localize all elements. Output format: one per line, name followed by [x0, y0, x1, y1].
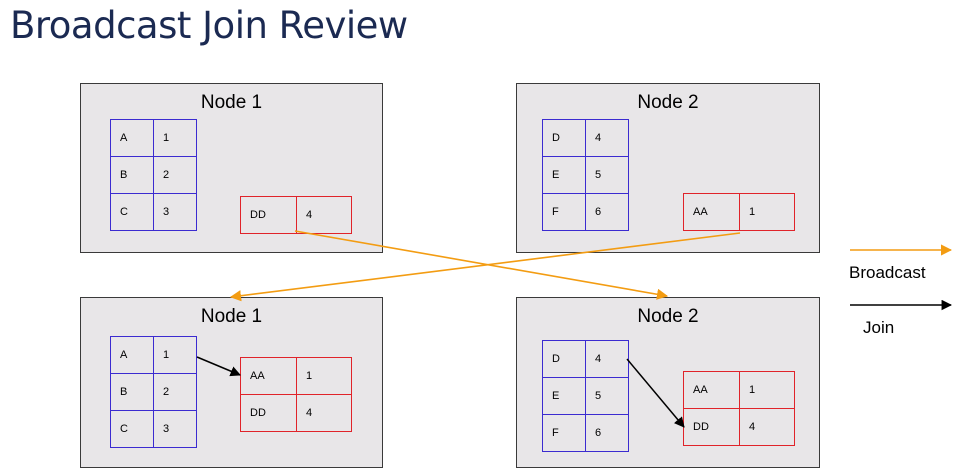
- table-cell: 3: [153, 410, 197, 448]
- page-title: Broadcast Join Review: [10, 4, 408, 47]
- broadcast-arrow: [294, 230, 669, 300]
- node-title: Node 1: [200, 92, 263, 113]
- table-cell: 2: [153, 156, 197, 194]
- table-cell: 1: [153, 336, 197, 374]
- table-cell: F: [542, 193, 586, 231]
- table-cell: 1: [739, 371, 795, 409]
- table-cell: 1: [739, 193, 795, 231]
- table-cell: DD: [240, 196, 297, 234]
- node-title: Node 2: [637, 306, 699, 327]
- table-cell: 4: [296, 394, 352, 432]
- node-title: Node 2: [637, 92, 699, 113]
- broadcast-arrow: [229, 232, 741, 302]
- table-cell: A: [110, 119, 154, 157]
- join-arrow: [196, 356, 241, 377]
- table-cell: 4: [585, 340, 629, 378]
- table-cell: 1: [153, 119, 197, 157]
- table-cell: DD: [240, 394, 297, 432]
- table-cell: 6: [585, 193, 629, 231]
- table-cell: 2: [153, 373, 197, 411]
- table-cell: 5: [585, 156, 629, 194]
- table-cell: 4: [739, 408, 795, 446]
- table-cell: 3: [153, 193, 197, 231]
- table-cell: 6: [585, 414, 629, 452]
- broadcast-legend-label: Broadcast: [849, 263, 926, 282]
- node-title: Node 1: [200, 306, 263, 327]
- table-cell: 1: [296, 357, 352, 395]
- table-cell: DD: [683, 408, 740, 446]
- table-cell: 4: [296, 196, 352, 234]
- table-cell: D: [542, 119, 586, 157]
- table-cell: B: [110, 156, 154, 194]
- table-cell: E: [542, 156, 586, 194]
- join-legend-label: Join: [863, 318, 895, 337]
- table-cell: C: [110, 193, 154, 231]
- table-cell: C: [110, 410, 154, 448]
- join-arrow: [626, 358, 685, 428]
- table-cell: AA: [683, 193, 740, 231]
